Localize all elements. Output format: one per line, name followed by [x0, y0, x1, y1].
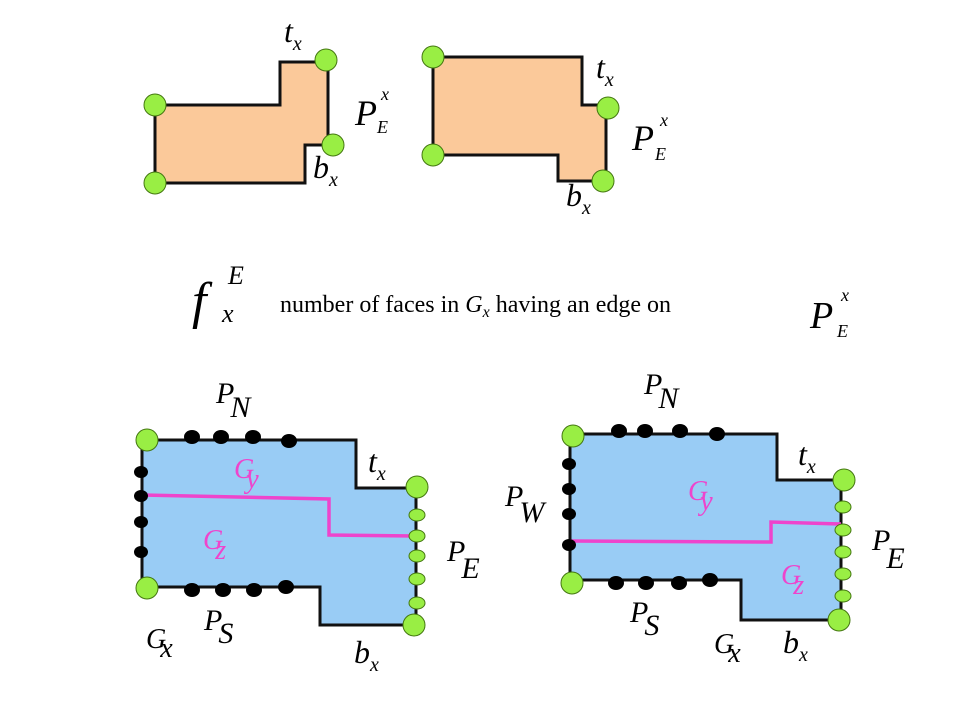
top-left-region: [153, 60, 330, 185]
definition-f: f: [192, 273, 213, 330]
black-node: [562, 483, 576, 495]
label-P: P: [354, 93, 377, 133]
label-t: tx: [798, 436, 816, 478]
small-green-node: [834, 567, 852, 581]
label-PS: PS: [203, 604, 233, 650]
label-Gx: Gx: [714, 629, 741, 669]
label-t: tx: [368, 443, 386, 485]
black-node: [134, 546, 148, 558]
node: [421, 143, 445, 167]
definition-P: P: [809, 295, 833, 337]
black-node: [702, 573, 718, 587]
small-green-node: [408, 596, 426, 610]
label-PS: PS: [629, 596, 659, 642]
node: [135, 576, 159, 600]
label-Gz: Gz: [203, 525, 226, 566]
node: [143, 171, 167, 195]
black-node: [608, 576, 624, 590]
label-b: bx: [354, 634, 379, 676]
definition-P-sup: x: [840, 285, 849, 305]
small-green-node: [834, 589, 852, 603]
node: [405, 475, 429, 499]
node: [827, 608, 851, 632]
black-node: [134, 516, 148, 528]
small-green-node: [408, 508, 426, 522]
label-Gx: Gx: [146, 624, 173, 664]
definition: f E x number of faces in Gx having an ed…: [192, 261, 849, 341]
black-node: [246, 583, 262, 597]
node: [561, 424, 585, 448]
node: [832, 468, 856, 492]
small-green-node: [408, 572, 426, 586]
black-node: [134, 490, 148, 502]
label-P: P: [631, 118, 654, 158]
black-node: [278, 580, 294, 594]
small-green-node: [834, 545, 852, 559]
black-node: [184, 583, 200, 597]
definition-P-sub: E: [836, 321, 848, 341]
black-node: [562, 458, 576, 470]
black-node: [281, 434, 297, 448]
black-node: [245, 430, 261, 444]
label-t: tx: [284, 13, 302, 55]
label-PN: PN: [643, 368, 680, 415]
small-green-node: [408, 529, 426, 543]
black-node: [213, 430, 229, 444]
node: [321, 133, 345, 157]
small-green-node: [834, 500, 852, 514]
label-Gz: Gz: [781, 560, 804, 601]
black-node: [709, 427, 725, 441]
top-right-figure: tx bx P x E: [421, 45, 668, 219]
label-P-sup: x: [659, 110, 668, 130]
label-P-sub: E: [654, 144, 666, 164]
label-b: bx: [783, 624, 808, 666]
top-left-figure: tx bx P x E: [143, 13, 389, 195]
top-right-region: [431, 55, 608, 183]
black-node: [637, 424, 653, 438]
node: [402, 613, 426, 637]
node: [135, 428, 159, 452]
black-node: [611, 424, 627, 438]
label-P-sub: E: [376, 117, 388, 137]
black-node: [134, 466, 148, 478]
label-P-sup: x: [380, 84, 389, 104]
label-t: tx: [596, 49, 614, 91]
definition-f-sub: x: [221, 299, 234, 328]
label-PN: PN: [215, 377, 252, 424]
small-green-node: [408, 549, 426, 563]
black-node: [672, 424, 688, 438]
node: [591, 169, 615, 193]
black-node: [638, 576, 654, 590]
label-Gy: Gy: [688, 476, 713, 517]
node: [314, 48, 338, 72]
node: [596, 96, 620, 120]
separator-path: [141, 493, 417, 538]
node: [143, 93, 167, 117]
black-node: [215, 583, 231, 597]
node: [560, 571, 584, 595]
black-node: [562, 539, 576, 551]
black-node: [562, 508, 576, 520]
definition-f-sup: E: [227, 261, 244, 290]
label-Gy: Gy: [234, 454, 259, 495]
separator-path: [569, 520, 842, 544]
black-node: [184, 430, 200, 444]
node: [421, 45, 445, 69]
label-PW: PW: [504, 480, 547, 529]
label-b: bx: [566, 177, 591, 219]
label-b: bx: [313, 149, 338, 191]
small-green-node: [834, 523, 852, 537]
definition-text: number of faces in Gx having an edge on: [280, 292, 671, 321]
black-node: [671, 576, 687, 590]
